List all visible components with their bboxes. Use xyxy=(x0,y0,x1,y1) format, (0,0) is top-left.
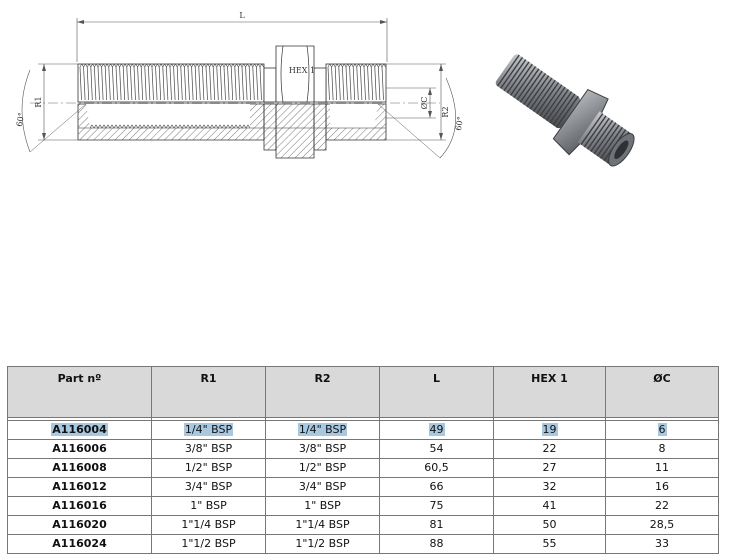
cell-l: 81 xyxy=(379,515,494,535)
cell-part-no: A116012 xyxy=(7,477,152,497)
cell-l: 66 xyxy=(379,477,494,497)
angle-right-label: 60° xyxy=(454,116,465,132)
length-label: L xyxy=(239,11,245,20)
cell-r2: 3/4" BSP xyxy=(265,477,380,497)
cell-r1: 1/4" BSP xyxy=(183,423,234,436)
cell-part-no: A116004 xyxy=(51,423,108,436)
cell-part-no: A116020 xyxy=(7,515,152,535)
table-row[interactable]: A116008 1/2" BSP 1/2" BSP 60,5 27 11 xyxy=(7,458,719,478)
angle-left-label: 60° xyxy=(15,112,26,128)
cell-part-no: A116016 xyxy=(7,496,152,516)
header-part-no: Part nº xyxy=(7,366,152,418)
length-dimension: L xyxy=(76,11,388,62)
r2-label: R2 xyxy=(441,106,450,117)
cell-l: 88 xyxy=(379,534,494,554)
cell-oc: 33 xyxy=(605,534,719,554)
cell-hex1: 19 xyxy=(541,423,558,436)
angle-right-dimension: 60° xyxy=(377,77,465,159)
header-r1: R1 xyxy=(151,366,266,418)
angle-left-dimension: 60° xyxy=(15,69,87,153)
diameter-c-label: ØC xyxy=(420,97,429,110)
table-row[interactable]: A116012 3/4" BSP 3/4" BSP 66 32 16 xyxy=(7,477,719,497)
cell-l: 75 xyxy=(379,496,494,516)
cell-r1: 3/4" BSP xyxy=(151,477,266,497)
cell-l: 54 xyxy=(379,439,494,459)
cell-hex1: 50 xyxy=(493,515,606,535)
r2-dimension: R2 xyxy=(386,63,450,141)
header-oc: ØC xyxy=(605,366,719,418)
cell-oc: 16 xyxy=(605,477,719,497)
table-header-row: Part nº R1 R2 L HEX 1 ØC xyxy=(7,366,719,418)
cell-hex1: 41 xyxy=(493,496,606,516)
cell-r2: 1" BSP xyxy=(265,496,380,516)
cell-r1: 1"1/4 BSP xyxy=(151,515,266,535)
r1-label: R1 xyxy=(34,96,43,107)
cell-part-no: A116008 xyxy=(7,458,152,478)
table-row[interactable]: A116020 1"1/4 BSP 1"1/4 BSP 81 50 28,5 xyxy=(7,515,719,535)
cell-oc: 8 xyxy=(605,439,719,459)
fitting-outline: HEX 1 xyxy=(77,45,387,103)
header-hex1: HEX 1 xyxy=(493,366,606,418)
cell-hex1: 32 xyxy=(493,477,606,497)
cell-hex1: 22 xyxy=(493,439,606,459)
table-row[interactable]: A116016 1" BSP 1" BSP 75 41 22 xyxy=(7,496,719,516)
cell-part-no: A116024 xyxy=(7,534,152,554)
section-view xyxy=(77,103,387,159)
table-row[interactable]: A116024 1"1/2 BSP 1"1/2 BSP 88 55 33 xyxy=(7,534,719,554)
spec-table: Part nº R1 R2 L HEX 1 ØC A116004 1/4" BS… xyxy=(7,366,719,554)
r1-dimension: R1 xyxy=(34,63,78,141)
cell-r1: 3/8" BSP xyxy=(151,439,266,459)
table-row[interactable]: A116006 3/8" BSP 3/8" BSP 54 22 8 xyxy=(7,439,719,459)
table-spacer xyxy=(7,417,719,421)
cell-r2: 1/2" BSP xyxy=(265,458,380,478)
cell-r1: 1"1/2 BSP xyxy=(151,534,266,554)
table-row[interactable]: A116004 1/4" BSP 1/4" BSP 49 19 6 xyxy=(7,420,719,440)
cell-r2: 1"1/4 BSP xyxy=(265,515,380,535)
cell-l: 49 xyxy=(428,423,445,436)
fitting-3d-render xyxy=(495,54,635,167)
cell-r2: 3/8" BSP xyxy=(265,439,380,459)
cell-hex1: 55 xyxy=(493,534,606,554)
cell-l: 60,5 xyxy=(379,458,494,478)
cell-r1: 1/2" BSP xyxy=(151,458,266,478)
header-l: L xyxy=(379,366,494,418)
cell-hex1: 27 xyxy=(493,458,606,478)
cell-oc: 11 xyxy=(605,458,719,478)
cell-oc: 28,5 xyxy=(605,515,719,535)
cell-oc: 6 xyxy=(657,423,667,436)
header-r2: R2 xyxy=(265,366,380,418)
cell-oc: 22 xyxy=(605,496,719,516)
technical-drawing: L HEX 1 R1 xyxy=(15,11,465,159)
cell-r1: 1" BSP xyxy=(151,496,266,516)
hex-label: HEX 1 xyxy=(289,66,315,75)
cell-part-no: A116006 xyxy=(7,439,152,459)
cell-r2: 1"1/2 BSP xyxy=(265,534,380,554)
cell-r2: 1/4" BSP xyxy=(297,423,348,436)
